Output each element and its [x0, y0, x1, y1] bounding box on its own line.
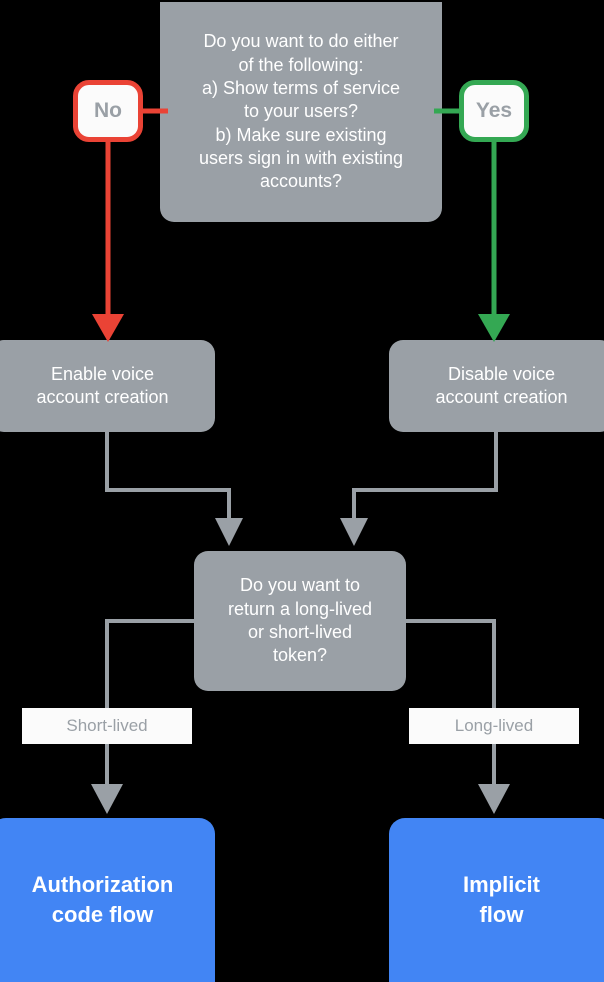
question-node-token-lifetime[interactable]: Do you want to return a long-lived or sh… [194, 551, 406, 691]
terminal-node-implicit-flow[interactable]: Implicit flow [389, 818, 604, 982]
question-node-top-text: Do you want to do either of the followin… [198, 31, 404, 192]
edge-disable-to-question-token [352, 432, 498, 523]
decision-chip-no[interactable]: No [73, 80, 143, 142]
arrowhead-disable-to-question-token [340, 518, 368, 546]
edge-enable-to-question-token [105, 432, 231, 523]
arrowhead-yes-to-disable [478, 314, 510, 342]
action-node-enable-voice-account-creation[interactable]: Enable voice account creation [0, 340, 215, 432]
action-node-enable-voice-account-creation-text: Enable voice account creation [36, 363, 169, 407]
decision-chip-yes-label: Yes [475, 99, 513, 122]
action-node-disable-voice-account-creation-text: Disable voice account creation [435, 363, 568, 407]
question-node-token-lifetime-text: Do you want to return a long-lived or sh… [227, 575, 373, 666]
decision-chip-no-label: No [94, 99, 122, 122]
terminal-node-implicit-flow-text: Implicit flow [462, 872, 540, 927]
decision-chip-yes[interactable]: Yes [459, 80, 529, 142]
edge-label-long-lived-text: Long-lived [454, 716, 534, 735]
arrowhead-question-token-to-authorization [91, 784, 123, 814]
edge-question-token-to-authorization [105, 619, 196, 790]
terminal-node-authorization-code-flow-text: Authorization code flow [31, 872, 174, 927]
arrowhead-question-token-to-implicit [478, 784, 510, 814]
edge-label-long-lived: Long-lived [409, 708, 579, 744]
edge-label-short-lived-text: Short-lived [66, 716, 148, 735]
edge-question-token-to-implicit [404, 619, 496, 790]
edge-label-short-lived: Short-lived [22, 708, 192, 744]
action-node-disable-voice-account-creation[interactable]: Disable voice account creation [389, 340, 604, 432]
terminal-node-authorization-code-flow[interactable]: Authorization code flow [0, 818, 215, 982]
question-node-top[interactable]: Do you want to do either of the followin… [160, 2, 442, 222]
arrowhead-no-to-enable [92, 314, 124, 342]
arrowhead-enable-to-question-token [215, 518, 243, 546]
